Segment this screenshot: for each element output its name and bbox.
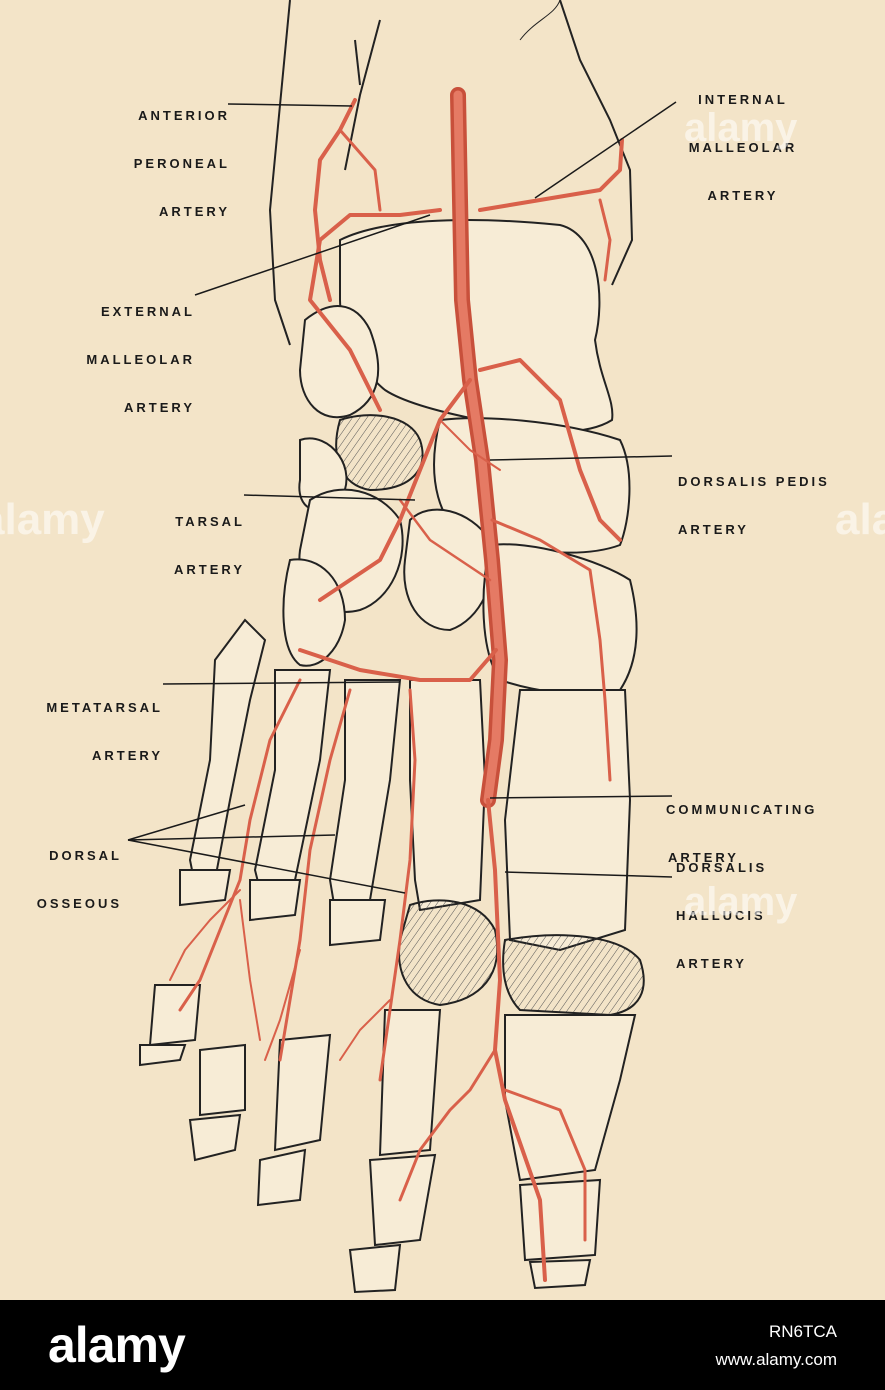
tarsal-bones xyxy=(282,219,638,696)
label-dorsalis-pedis-artery: DORSALIS PEDIS ARTERY xyxy=(678,442,883,570)
label-line: EXTERNAL xyxy=(100,304,195,319)
label-line: ARTERY xyxy=(159,204,230,219)
label-line: DORSALIS PEDIS xyxy=(678,474,830,489)
watermark: alamy xyxy=(684,880,798,924)
label-line: DORSAL xyxy=(49,848,122,863)
site-url[interactable]: www.alamy.com xyxy=(715,1350,837,1369)
phalanges xyxy=(139,984,637,1294)
label-line: MALLEOLAR xyxy=(688,140,798,155)
label-line: ARTERY xyxy=(707,188,779,203)
label-metatarsal-artery: METATARSAL ARTERY xyxy=(0,668,163,796)
label-internal-malleolar-artery: INTERNAL MALLEOLAR ARTERY xyxy=(668,60,818,236)
label-line: ANTERIOR xyxy=(138,108,230,123)
arteries xyxy=(169,87,624,1282)
label-line: COMMUNICATING xyxy=(666,802,818,817)
label-line: TARSAL xyxy=(175,514,245,529)
label-line: PERONEAL xyxy=(133,156,230,171)
label-line: ARTERY xyxy=(174,562,245,577)
watermark: alamy xyxy=(684,106,798,150)
label-line: OSSEOUS xyxy=(36,896,122,911)
label-tarsal-artery: TARSAL ARTERY xyxy=(120,482,245,610)
label-line: HALLUCIS xyxy=(676,908,766,923)
label-line: ARTERY xyxy=(668,850,739,865)
label-line: ARTERY xyxy=(124,400,195,415)
label-line: INTERNAL xyxy=(698,92,788,107)
label-dorsal-osseous: DORSAL OSSEOUS xyxy=(0,816,122,944)
label-line: METATARSAL xyxy=(46,700,163,715)
label-dorsalis-hallucis-artery: DORSALIS HALLUCIS ARTERY xyxy=(676,828,836,1004)
label-line: ARTERY xyxy=(676,956,747,971)
watermark: alamy xyxy=(835,495,885,544)
anatomical-plate: ANTERIOR PERONEAL ARTERY INTERNAL MALLEO… xyxy=(0,0,885,1300)
alamy-logo[interactable]: alamy xyxy=(48,1317,186,1373)
metatarsal-bones xyxy=(179,618,645,1017)
foot-illustration xyxy=(127,0,677,1294)
watermark: alamy xyxy=(0,495,105,544)
footer-bar: alamy RN6TCA www.alamy.com xyxy=(0,1300,885,1390)
label-communicating-artery: COMMUNICATING ARTERY xyxy=(666,770,885,898)
label-external-malleolar-artery: EXTERNAL MALLEOLAR ARTERY xyxy=(40,272,195,448)
image-code: RN6TCA xyxy=(768,1322,837,1341)
label-line: ARTERY xyxy=(92,748,163,763)
label-anterior-peroneal-artery: ANTERIOR PERONEAL ARTERY xyxy=(90,76,230,252)
label-line: MALLEOLAR xyxy=(86,352,195,367)
label-line: DORSALIS xyxy=(676,860,768,875)
label-line: ARTERY xyxy=(678,522,749,537)
leader-lines xyxy=(127,101,677,894)
